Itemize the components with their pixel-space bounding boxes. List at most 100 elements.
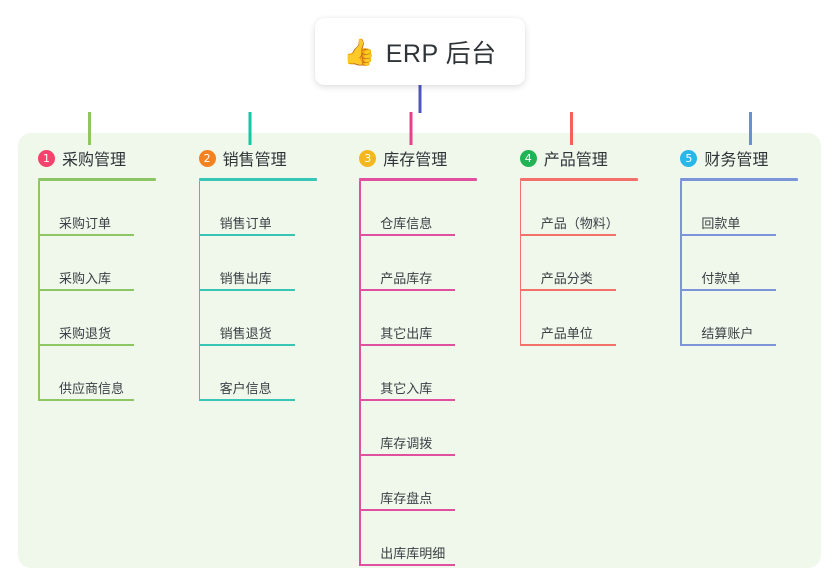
- menu-item-label: 销售出库: [219, 270, 272, 286]
- column-container: 1 采购管理采购订单采购入库采购退货供应商信息 2 销售管理销售订单销售出库销售退货客…: [18, 133, 821, 568]
- menu-item-label: 销售订单: [219, 215, 272, 231]
- menu-item[interactable]: 销售订单: [198, 181, 340, 236]
- menu-item[interactable]: 库存调拨: [359, 401, 500, 456]
- menu-item-underline: [38, 398, 134, 401]
- menu-item[interactable]: 回款单: [680, 181, 821, 236]
- menu-item-underline: [519, 288, 616, 291]
- menu-item[interactable]: 产品（物料）: [519, 181, 661, 236]
- menu-item[interactable]: 付款单: [680, 236, 821, 291]
- column-header-5[interactable]: 5 财务管理: [660, 143, 821, 173]
- column-title: 财务管理: [704, 152, 769, 169]
- column-header-underline: [359, 178, 478, 181]
- column-number-badge: 4: [519, 149, 537, 167]
- menu-item[interactable]: 供应商信息: [38, 346, 179, 401]
- menu-item-label: 产品库存: [380, 270, 433, 286]
- column-2: 2 销售管理销售订单销售出库销售退货客户信息: [179, 133, 340, 568]
- menu-item-label: 付款单: [701, 270, 741, 286]
- menu-item-underline: [680, 288, 777, 291]
- column-5: 5 财务管理回款单付款单结算账户: [660, 133, 821, 568]
- menu-item[interactable]: 采购退货: [38, 291, 179, 346]
- menu-item[interactable]: 其它入库: [359, 346, 500, 401]
- diagram-title-card: 👍 ERP 后台: [315, 18, 525, 85]
- column-items: 产品（物料） 产品分类产品单位: [519, 180, 661, 346]
- menu-item-underline: [359, 343, 456, 346]
- column-1: 1 采购管理采购订单采购入库采购退货供应商信息: [18, 133, 179, 568]
- menu-item-underline: [38, 233, 134, 236]
- menu-item-underline: [198, 398, 295, 401]
- page-title: ERP 后台: [385, 39, 497, 68]
- menu-item[interactable]: 出库库明细: [359, 511, 500, 566]
- menu-item-underline: [38, 288, 134, 291]
- column-title: 采购管理: [62, 152, 127, 169]
- menu-item-label: 其它出库: [380, 325, 433, 341]
- menu-item-underline: [198, 233, 295, 236]
- menu-item[interactable]: 库存盘点: [359, 456, 500, 511]
- menu-item-underline: [519, 343, 616, 346]
- column-number-badge: 1: [38, 149, 55, 167]
- column-trunk-line: [38, 180, 40, 401]
- menu-item[interactable]: 销售退货: [198, 291, 340, 346]
- column-trunk-line: [680, 180, 682, 346]
- menu-item-underline: [359, 508, 456, 511]
- column-3: 3 库存管理仓库信息产品库存其它出库其它入库库存调拨库存盘点出库库明细: [339, 133, 500, 568]
- menu-item-label: 库存调拨: [380, 435, 433, 451]
- menu-item-underline: [198, 343, 295, 346]
- menu-item[interactable]: 结算账户: [680, 291, 821, 346]
- menu-item-label: 产品分类: [540, 270, 593, 286]
- menu-item-label: 采购退货: [59, 325, 112, 341]
- column-title: 库存管理: [383, 152, 448, 169]
- column-items: 仓库信息产品库存其它出库其它入库库存调拨库存盘点出库库明细: [359, 180, 500, 566]
- menu-item-underline: [38, 343, 134, 346]
- column-4: 4 产品管理产品（物料） 产品分类产品单位: [500, 133, 661, 568]
- column-header-3[interactable]: 3 库存管理: [339, 143, 500, 173]
- menu-item[interactable]: 产品库存: [359, 236, 500, 291]
- menu-item-label: 产品（物料）: [540, 215, 619, 231]
- menu-item-label: 产品单位: [540, 325, 593, 341]
- menu-item-label: 供应商信息: [59, 380, 125, 396]
- column-number-badge: 3: [359, 149, 377, 167]
- menu-item-label: 回款单: [701, 215, 741, 231]
- column-header-2[interactable]: 2 销售管理: [179, 143, 340, 173]
- menu-item[interactable]: 其它出库: [359, 291, 500, 346]
- column-trunk-line: [519, 180, 522, 346]
- menu-item[interactable]: 产品单位: [519, 291, 661, 346]
- column-items: 销售订单销售出库销售退货客户信息: [198, 180, 340, 401]
- menu-item-underline: [359, 398, 456, 401]
- menu-item-label: 库存盘点: [380, 490, 433, 506]
- column-number-badge: 2: [198, 149, 216, 167]
- menu-item-label: 客户信息: [219, 380, 272, 396]
- menu-item[interactable]: 采购入库: [38, 236, 179, 291]
- menu-item-label: 结算账户: [701, 325, 754, 341]
- column-items: 回款单付款单结算账户: [680, 180, 821, 346]
- menu-item[interactable]: 仓库信息: [359, 181, 500, 236]
- menu-item-underline: [680, 233, 777, 236]
- menu-item[interactable]: 客户信息: [198, 346, 340, 401]
- column-title: 销售管理: [222, 152, 287, 169]
- menu-item-underline: [359, 233, 456, 236]
- menu-item-label: 采购入库: [59, 270, 112, 286]
- column-trunk-line: [198, 180, 201, 401]
- column-header-underline: [519, 178, 638, 181]
- menu-item-label: 出库库明细: [380, 545, 446, 561]
- menu-item[interactable]: 产品分类: [519, 236, 661, 291]
- menu-item-underline: [359, 563, 456, 566]
- menu-item-underline: [198, 288, 295, 291]
- column-header-4[interactable]: 4 产品管理: [500, 143, 661, 173]
- menu-item[interactable]: 采购订单: [38, 181, 179, 236]
- column-number-badge: 5: [680, 149, 698, 167]
- menu-item-underline: [359, 288, 456, 291]
- column-header-1[interactable]: 1 采购管理: [18, 143, 179, 173]
- menu-item-underline: [359, 453, 456, 456]
- menu-item-label: 销售退货: [219, 325, 272, 341]
- menu-item-label: 采购订单: [59, 215, 112, 231]
- column-header-underline: [198, 178, 317, 181]
- diagram-panel-background: [18, 133, 821, 568]
- column-title: 产品管理: [543, 152, 608, 169]
- thumbs-up-icon: 👍: [343, 36, 376, 67]
- menu-item[interactable]: 销售出库: [198, 236, 340, 291]
- menu-item-label: 其它入库: [380, 380, 433, 396]
- column-header-underline: [680, 178, 799, 181]
- menu-item-underline: [680, 343, 777, 346]
- column-header-underline: [38, 178, 156, 181]
